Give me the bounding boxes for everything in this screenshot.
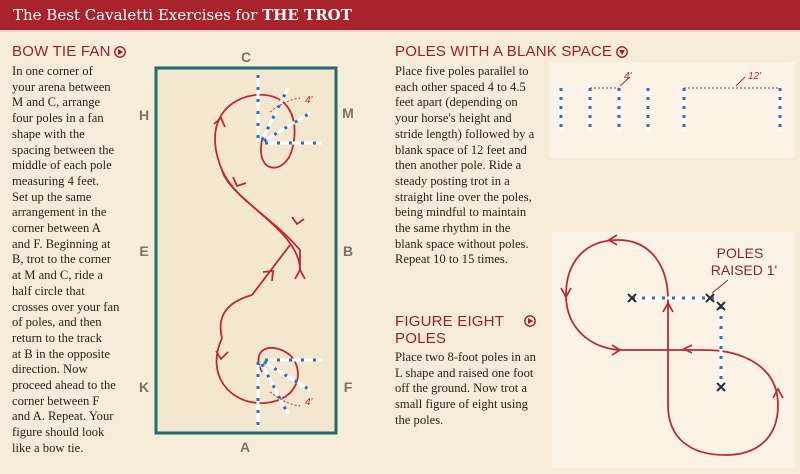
description-line: the poles. [395,412,444,427]
description-line: stride length) followed by a [395,126,535,141]
path-arrow [213,116,226,128]
figure-eight-heading: FIGURE EIGHT POLES [395,313,504,347]
path-arrow [611,344,622,356]
figure-eight-heading-line1: FIGURE EIGHT [395,313,505,330]
triangle-right-icon [524,315,536,327]
description-line: Place five poles parallel to [395,64,529,78]
blank-space-heading: POLES WITH A BLANK SPACE [395,43,613,60]
description-line: direction. Now [12,362,88,377]
description-line: blank space without poles. [395,236,529,251]
path-arrow [291,216,305,226]
banner-title-prefix: The Best Cavaletti Exercises for [13,6,263,24]
arena-letter-h: H [139,107,149,123]
arena-border [154,66,338,435]
pole-stand-markers [627,293,726,392]
description-line: figure should look [12,425,105,440]
path-arrow [232,176,247,188]
figure-eight-path [565,239,779,456]
description-line: off the ground. Now trot a [395,381,527,396]
description-line: your horse's height and [395,111,512,126]
description-line: shape with the [12,126,85,141]
path-arrow [662,301,674,313]
callout-line1: POLES [717,245,764,261]
bow-tie-path [214,94,301,404]
description-line: then another pole. Ride a [395,158,522,173]
path-arrow [607,234,618,246]
description-line: middle of each pole [12,158,112,173]
banner-title-emphasis: THE TROT [262,6,352,24]
description-line: M and C, arrange [12,95,101,110]
path-arrow [294,268,306,280]
description-line: return to the track [12,330,102,345]
banner-title: The Best Cavaletti Exercises for THE TRO… [13,6,352,24]
description-line: the same rhythm in the [395,221,511,236]
description-line: being mindful to maintain [395,205,527,220]
figure-eight-heading-line2: POLES [395,330,447,347]
description-line: straight line over the poles, [395,189,532,204]
description-line: and A. Repeat. Your [12,409,114,424]
description-line: at M and C, ride a [12,268,103,283]
description-line: half circle that [12,283,85,298]
bow-tie-heading: BOW TIE FAN [12,43,111,60]
path-arrow [215,350,229,361]
callout-leader [711,279,729,294]
description-line: like a bow tie. [12,440,84,455]
description-line: at B in the opposite [12,346,110,361]
description-line: small figure of eight using [395,397,528,412]
arena-letter-m: M [342,105,354,121]
top-fan-poles [256,75,322,145]
description-line: corner between A [12,221,101,236]
description-line: spacing between the [12,142,115,157]
bottom-fan-poles [256,358,322,427]
top-spacing-label: 4' [305,95,314,106]
description-line: arrangement in the [12,205,107,220]
description-line: Place two 8-foot poles in an [395,350,536,364]
description-line: of poles, and then [12,315,102,330]
path-arrow [560,287,572,299]
triangle-down-icon [616,46,628,58]
pole-spacing-label: 4' [624,71,633,82]
arena-letter-e: E [139,243,148,259]
description-line: B, trot to the corner [12,252,111,267]
raised-poles [632,296,723,386]
blank-gap-label: 12' [748,71,762,82]
description-line: measuring 4 feet. [12,173,100,188]
description-line: In one corner of [12,64,93,78]
title-banner: The Best Cavaletti Exercises for THE TRO… [0,0,800,32]
description-line: Set up the same [12,189,92,204]
description-line: corner between F [12,393,100,408]
path-arrow [681,344,693,354]
path-arrow [262,269,275,282]
arena-letter-c: C [241,49,251,65]
description-line: four poles in a fan [12,111,104,126]
description-line: proceed ahead to the [12,378,116,393]
description-line: blank space of 12 feet and [395,142,527,157]
callout-line2: RAISED 1' [711,262,777,278]
arena-letter-f: F [344,379,353,395]
description-line: crosses over your fan [12,299,120,314]
description-line: your arena between [12,79,111,94]
description-line: steady posting trot in a [395,173,510,188]
bottom-spacing-label: 4' [305,397,314,408]
arena-letter-b: B [343,243,353,259]
description-line: and F. Beginning at [12,236,111,251]
blank-space-poles [559,88,782,132]
path-arrow [772,387,784,399]
description-line: L shape and raised one foot [395,365,534,380]
description-line: Repeat 10 to 15 times. [395,252,508,267]
description-line: feet apart (depending on [395,95,518,110]
description-line: each other spaced 4 to 4.5 [395,79,526,94]
arena-letter-a: A [240,439,250,455]
triangle-right-icon [114,46,126,58]
arena-letter-k: K [139,379,149,395]
